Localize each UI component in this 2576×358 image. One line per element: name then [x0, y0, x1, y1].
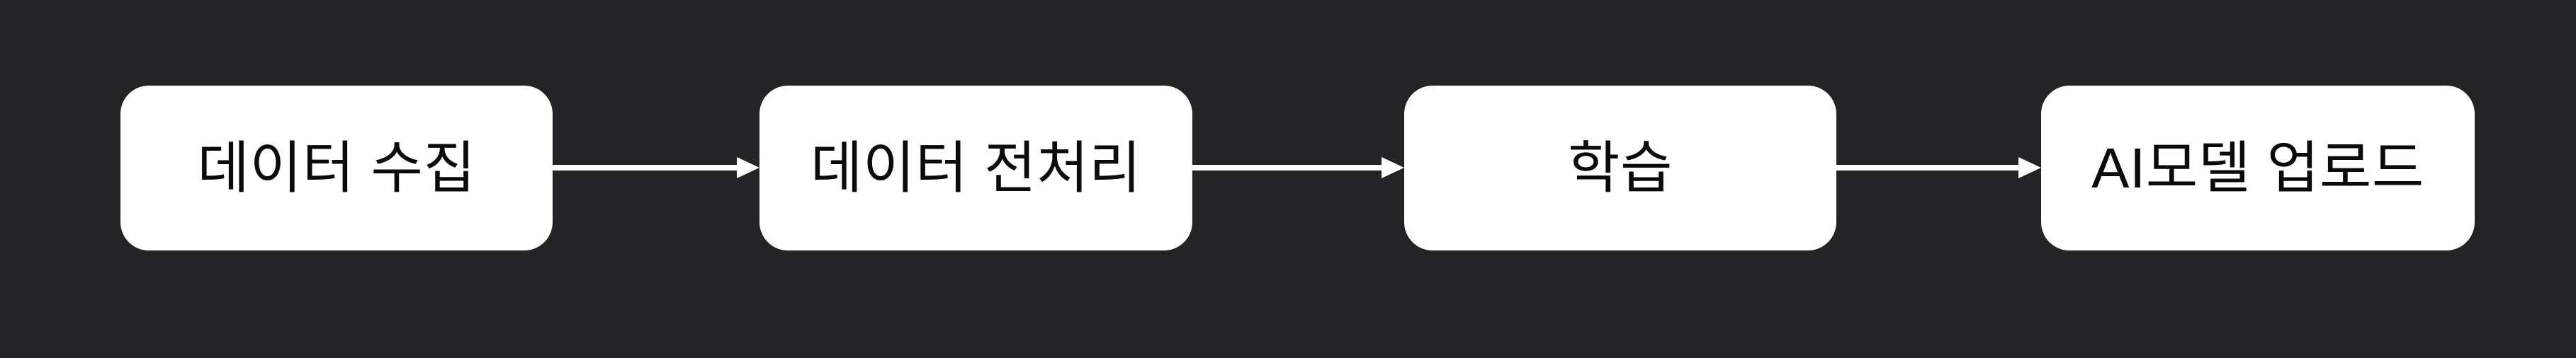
flow-node-data-collection[interactable]: 데이터 수집 — [120, 86, 553, 250]
arrow-head-icon — [2018, 157, 2041, 178]
node-label-data-collection: 데이터 수집 — [197, 136, 476, 200]
arrow-head-icon — [737, 157, 759, 178]
node-label-ai-model-upload: AI모델 업로드 — [2091, 136, 2424, 200]
node-label-data-preprocessing: 데이터 전처리 — [810, 136, 1142, 200]
flow-node-data-preprocessing[interactable]: 데이터 전처리 — [759, 86, 1192, 250]
flow-node-training[interactable]: 학습 — [1404, 86, 1836, 250]
arrow-line — [553, 165, 738, 171]
node-label-training: 학습 — [1567, 136, 1673, 200]
arrow-line — [1192, 165, 1383, 171]
flow-node-ai-model-upload[interactable]: AI모델 업로드 — [2041, 86, 2475, 250]
arrow-head-icon — [1382, 157, 1404, 178]
arrow-line — [1836, 165, 2020, 171]
